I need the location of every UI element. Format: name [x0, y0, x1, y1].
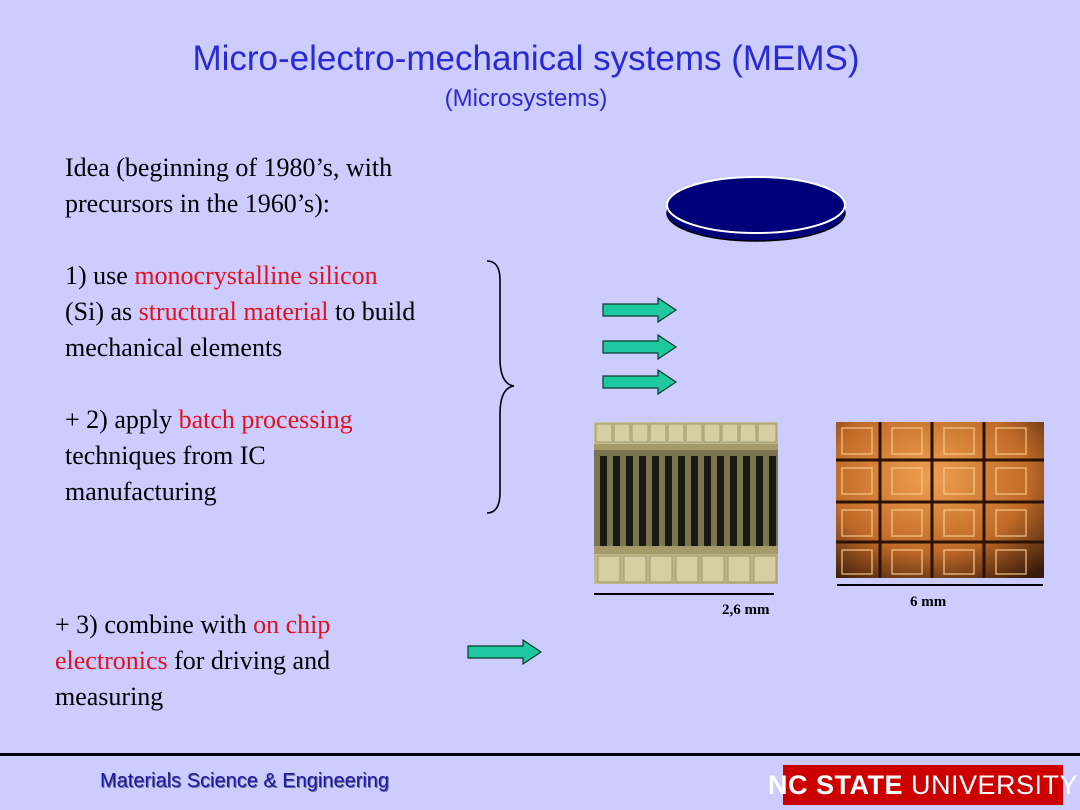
point-3-text-3: measuring [55, 682, 164, 711]
scale-label-right: 6 mm [910, 594, 947, 610]
point-2-text-2: techniques from IC [65, 441, 266, 470]
point-1-text-4: mechanical elements [65, 333, 283, 362]
footer-divider [0, 753, 1080, 756]
arrow-icon [602, 368, 678, 396]
scale-bar-right [837, 584, 1043, 586]
scale-label-left: 2,6 mm [722, 602, 770, 618]
point-3-highlight-onchip: on chip [253, 610, 331, 639]
point-1-text: 1) use [65, 261, 135, 290]
point-2-highlight-batch: batch processing [178, 405, 353, 434]
point-1-text-2: (Si) as [65, 297, 139, 326]
ncsu-logo: NC STATE UNIVERSITY [768, 765, 1078, 805]
curly-brace [486, 260, 515, 514]
slide-title: Micro-electro-mechanical systems (MEMS) [192, 39, 860, 78]
point-2-paragraph: + 2) apply batch processing techniques f… [65, 402, 495, 510]
idea-line-1: Idea (beginning of 1980’s, with [65, 153, 393, 182]
footer-department: Materials Science & Engineering [100, 770, 390, 792]
idea-paragraph: Idea (beginning of 1980’s, with precurso… [65, 150, 505, 222]
scale-bar-left [594, 593, 774, 595]
logo-text-light: UNIVERSITY [910, 769, 1079, 800]
point-1-paragraph: 1) use monocrystalline silicon (Si) as s… [65, 258, 495, 366]
point-2-text-3: manufacturing [65, 477, 217, 506]
point-3-paragraph: + 3) combine with on chip electronics fo… [55, 607, 475, 715]
point-1-highlight-structural: structural material [138, 297, 329, 326]
point-3-highlight-electronics: electronics [55, 646, 168, 675]
idea-line-2: precursors in the 1960’s): [65, 189, 331, 218]
logo-text-bold: NC STATE [767, 769, 903, 800]
arrow-icon [602, 333, 678, 361]
point-3-text-2: for driving and [167, 646, 331, 675]
wafer-icon [666, 176, 846, 242]
chip-array-micrograph [836, 422, 1044, 578]
point-1-text-3: to build [328, 297, 416, 326]
point-3-text: + 3) combine with [55, 610, 254, 639]
mems-comb-micrograph [594, 422, 778, 584]
arrow-icon [467, 638, 543, 666]
point-1-highlight-silicon: monocrystalline silicon [134, 261, 378, 290]
slide-subtitle: (Microsystems) [444, 85, 608, 112]
arrow-icon [602, 296, 678, 324]
point-2-text: + 2) apply [65, 405, 179, 434]
